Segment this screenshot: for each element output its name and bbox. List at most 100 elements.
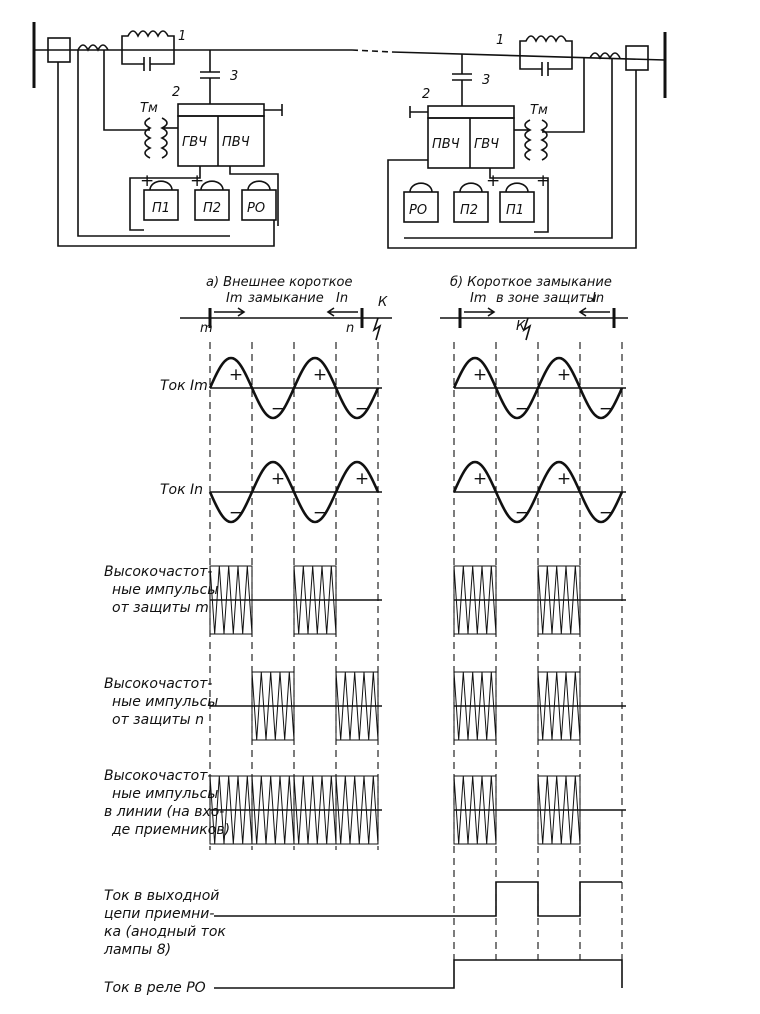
case-a-title-1: а) Внешнее короткое (206, 275, 353, 290)
right-relay-label-1: П2 (460, 203, 478, 218)
right-relay-p1 (499, 191, 535, 223)
case-a-fault-icon (372, 317, 382, 341)
right-transformer-coil-b (540, 119, 548, 161)
left-wire-ct2 (103, 50, 150, 131)
hf-n-b-0-zigzag (453, 671, 497, 741)
left-wire-gen (129, 166, 201, 231)
left-trap-cap-leads (121, 50, 175, 65)
label-hf-line-2: в линии (на вхо- (104, 804, 224, 820)
left-hf-top-box (177, 103, 265, 117)
left-trap-inductor (121, 30, 175, 50)
hf-line-b-0-zigzag (453, 775, 497, 845)
sign-im-a-1: + (229, 365, 243, 385)
right-lamp-p1 (505, 182, 529, 193)
sign-im-a-2: − (271, 399, 285, 419)
case-b-title-1: б) Короткое замыкание (450, 275, 612, 290)
label-hf-line-1: ные импульсы (112, 786, 218, 802)
hf-line-b-1-frame (537, 775, 581, 845)
line-break (351, 49, 393, 53)
label-rx-out-1: цепи приемни- (104, 906, 214, 922)
label-hf-n-2: от защиты n (112, 712, 204, 728)
label-hf-m-0: Высокочастот- (104, 564, 212, 580)
left-label-gen: ГВЧ (182, 135, 207, 150)
left-relay-p2 (194, 189, 230, 221)
case-b-in: In (592, 291, 604, 306)
left-relay-label-2: РО (247, 201, 265, 216)
hf-line-a-2-zigzag (293, 775, 337, 845)
sign-in-b-2: + (557, 469, 571, 489)
left-wire-breaker (57, 62, 275, 247)
right-wire-gen (489, 168, 549, 233)
right-relay-ro (403, 191, 439, 223)
label-current-m: Ток Im (160, 378, 208, 394)
hf-m-a-0-zigzag (209, 565, 253, 635)
case-a-arrow-n (326, 307, 358, 317)
sign-in-b-0: + (473, 469, 487, 489)
sign-in-a-2: − (313, 503, 327, 523)
rx-out-wave (214, 881, 622, 917)
left-lamp-p1 (149, 180, 173, 191)
label-hf-n-0: Высокочастот- (104, 676, 212, 692)
hf-line-a-3-zigzag (335, 775, 379, 845)
case-b-im: Im (470, 291, 487, 306)
case-a-in: In (336, 291, 348, 306)
case-a-n: n (346, 321, 354, 336)
label-hf-m-2: от защиты m (112, 600, 209, 616)
left-wire-ct (77, 50, 230, 237)
label-rx-out-3: лампы 8) (103, 942, 171, 958)
case-a-title-2: замыкание (248, 291, 324, 306)
left-relay-label-1: П2 (203, 201, 221, 216)
hf-line-b-1-zigzag (537, 775, 581, 845)
sign-im-b-1: + (473, 365, 487, 385)
hf-m-b-0-frame (453, 565, 497, 635)
left-wire-rx (229, 166, 279, 226)
relay-wave (214, 959, 623, 989)
sign-in-b-3: − (599, 503, 613, 523)
right-relay-label-0: РО (409, 203, 427, 218)
label-hf-line-0: Высокочастот- (104, 768, 212, 784)
left-relay-p1 (143, 189, 179, 221)
left-label-1: 1 (178, 29, 186, 44)
right-trap-inductor (519, 35, 573, 55)
right-relay-p2 (453, 191, 489, 223)
waveforms: +−+−−+−++−+−+−+− (208, 342, 626, 989)
left-ct-coil (77, 44, 109, 52)
right-wire-ct2 (542, 58, 585, 133)
left-transformer-coil-b (160, 117, 168, 159)
sign-in-a-0: − (229, 503, 243, 523)
left-hf-set (177, 115, 265, 167)
sign-in-b-1: − (515, 503, 529, 523)
right-label-3: 3 (482, 73, 490, 88)
case-b-arrow-n (578, 307, 610, 317)
left-label-2: 2 (172, 85, 180, 100)
left-relay-label-0: П1 (152, 201, 170, 216)
right-transformer-coil-a (524, 119, 532, 161)
hf-m-b-0-zigzag (453, 565, 497, 635)
right-relay-label-2: П1 (506, 203, 524, 218)
case-a-header: а) Внешнее короткое замыкание In Im m n … (180, 275, 392, 341)
left-lamp-p2 (200, 180, 224, 191)
case-b-arrow-m (464, 307, 496, 317)
right-hf-set (427, 117, 515, 169)
hf-n-a-0-zigzag (251, 671, 295, 741)
right-wire-breaker (387, 70, 637, 249)
sign-im-b-4: − (599, 399, 613, 419)
label-rx-out-2: ка (анодный ток (104, 924, 226, 940)
hf-line-b-0-frame (453, 775, 497, 845)
hf-line-a-0-zigzag (209, 775, 253, 845)
right-plus-2: + (536, 171, 550, 191)
case-b-title-2: в зоне защиты (496, 291, 597, 306)
left-transformer-coil-a (144, 117, 152, 159)
hf-m-b-1-frame (537, 565, 581, 635)
line-right-section (391, 51, 666, 61)
left-label-3: 3 (230, 69, 238, 84)
case-b-k: К (516, 319, 526, 334)
hf-m-a-0-frame (209, 565, 253, 635)
left-relay-ro (241, 189, 277, 221)
right-plus-1: + (486, 171, 500, 191)
right-label-rx: ПВЧ (432, 137, 460, 152)
right-ct-coil (589, 52, 621, 60)
label-relay: Ток в реле РО (104, 980, 206, 996)
left-plus-2: + (190, 171, 204, 191)
